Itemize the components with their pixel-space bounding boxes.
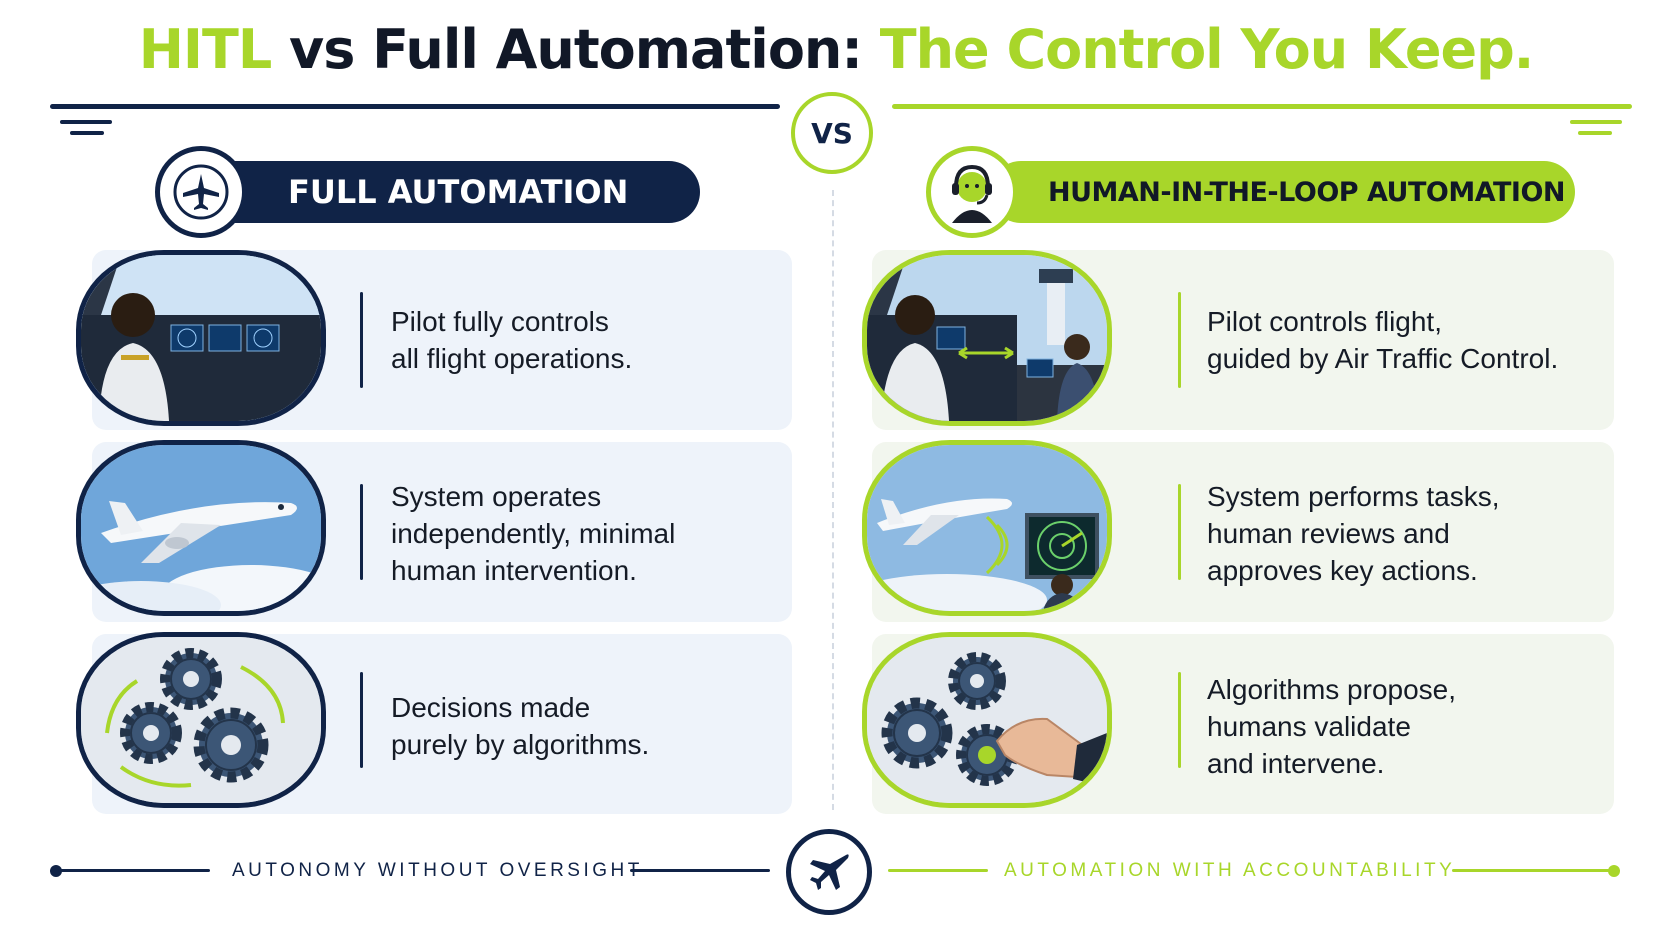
hitl-row-2-text: System performs tasks, human reviews and… (1207, 481, 1500, 586)
top-rule-left-accent-2 (70, 131, 104, 135)
vs-badge: VS (791, 92, 873, 174)
row-3-left-bar (360, 672, 363, 768)
hand-adjusting-gears-image (862, 632, 1112, 808)
top-rule-right (892, 104, 1632, 109)
airplane-icon (786, 829, 872, 915)
rotating-gears-image (76, 632, 326, 808)
hitl-row-1-text: Pilot controls flight, guided by Air Tra… (1207, 306, 1559, 374)
headset-operator-icon (926, 146, 1018, 238)
center-divider (832, 190, 834, 810)
footer-right-line-2 (1452, 869, 1610, 872)
airplane-and-radar-operator-image (862, 440, 1112, 616)
full-automation-header: FULL AUTOMATION (200, 161, 700, 223)
title-middle: vs Full Automation: (271, 18, 880, 81)
airplane-in-sky-image (76, 440, 326, 616)
row-2-left-bar (360, 484, 363, 580)
row-3-right-bar (1178, 672, 1181, 768)
cockpit-pilot-image (76, 250, 326, 426)
footer-right-dot (1608, 865, 1620, 877)
top-rule-right-accent-1 (1570, 120, 1622, 124)
title-hitl: HITL (138, 18, 273, 81)
hitl-row-3-text: Algorithms propose, humans validate and … (1207, 674, 1457, 779)
full-automation-row-2-text: System operates independently, minimal h… (391, 481, 676, 586)
full-automation-header-label: FULL AUTOMATION (288, 173, 629, 211)
airplane-icon (155, 146, 247, 238)
full-automation-row-1-text: Pilot fully controls all flight operatio… (391, 306, 633, 374)
cockpit-and-control-tower-image (862, 250, 1112, 426)
top-rule-left (50, 104, 780, 109)
footer-right-line-1 (888, 869, 988, 872)
top-rule-right-accent-2 (1578, 131, 1612, 135)
full-automation-row-3-text: Decisions made purely by algorithms. (391, 692, 650, 760)
title-tagline: The Control You Keep. (879, 18, 1535, 81)
footer-left-label: AUTONOMY WITHOUT OVERSIGHT (232, 860, 643, 881)
row-1-left-bar (360, 292, 363, 388)
hitl-header-label: HUMAN-IN-THE-LOOP AUTOMATION (1048, 176, 1566, 208)
footer-left-line-2 (630, 869, 770, 872)
footer-left-line-1 (58, 869, 210, 872)
row-1-right-bar (1178, 292, 1181, 388)
top-rule-left-accent-1 (60, 120, 112, 124)
page-title: HITL vs Full Automation: The Control You… (0, 18, 1672, 82)
footer-left-dot (50, 865, 62, 877)
hitl-header: HUMAN-IN-THE-LOOP AUTOMATION (990, 161, 1575, 223)
footer-right-label: AUTOMATION WITH ACCOUNTABILITY (1004, 860, 1456, 881)
row-2-right-bar (1178, 484, 1181, 580)
